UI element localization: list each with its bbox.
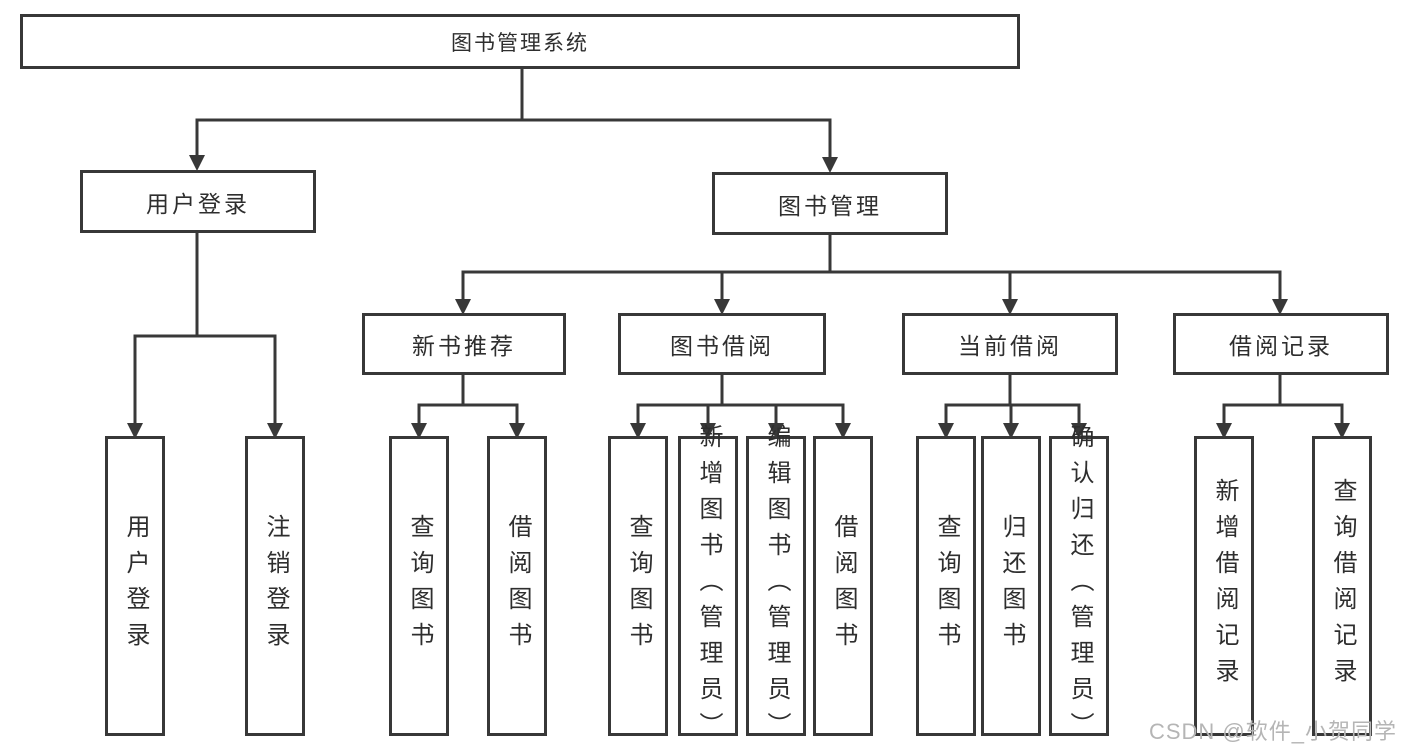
node-label: 归还图书: [998, 514, 1025, 658]
node-label: 借阅图书: [830, 514, 857, 658]
leaf-confirm-return-admin: 确认归还（管理员）: [1049, 424, 1109, 747]
leaf-query-books: 查询图书: [608, 436, 668, 736]
node-label: 当前借阅: [958, 333, 1062, 359]
csdn-watermark: CSDN @软件_小贺同学: [1148, 719, 1397, 744]
node-label: 图书借阅: [670, 333, 774, 359]
leaf-query-borrow-record: 查询借阅记录: [1312, 436, 1372, 736]
node-label: 图书管理: [778, 192, 882, 219]
leaf-query-books: 查询图书: [389, 436, 449, 736]
node-label: 借阅图书: [504, 514, 531, 658]
node-current-borrowing: 当前借阅: [902, 313, 1118, 375]
node-label: 用户登录: [122, 514, 149, 658]
node-label: 查询图书: [406, 514, 433, 658]
node-label: 注销登录: [262, 514, 289, 658]
node-label: 查询图书: [933, 514, 960, 658]
leaf-add-borrow-record: 新增借阅记录: [1194, 436, 1254, 736]
node-label: 查询图书: [625, 514, 652, 658]
node-book-management-branch: 图书管理: [712, 172, 948, 235]
node-label: 编辑图书（管理员）: [763, 424, 790, 747]
node-label: 新增图书（管理员）: [695, 424, 722, 747]
node-label: 用户登录: [146, 190, 250, 217]
node-label: 确认归还（管理员）: [1066, 424, 1093, 747]
node-borrowing-records: 借阅记录: [1173, 313, 1389, 375]
leaf-query-books: 查询图书: [916, 436, 976, 736]
node-new-book-recommendation: 新书推荐: [362, 313, 566, 375]
leaf-borrow-books: 借阅图书: [487, 436, 547, 736]
node-label: 图书管理系统: [451, 31, 589, 55]
node-user-login-branch: 用户登录: [80, 170, 316, 233]
leaf-return-books: 归还图书: [981, 436, 1041, 736]
leaf-add-books-admin: 新增图书（管理员）: [678, 424, 738, 747]
node-label: 借阅记录: [1229, 333, 1333, 359]
node-label: 新增借阅记录: [1211, 478, 1238, 694]
leaf-borrow-books: 借阅图书: [813, 436, 873, 736]
node-label: 查询借阅记录: [1329, 478, 1356, 694]
leaf-edit-books-admin: 编辑图书（管理员）: [746, 424, 806, 747]
node-label: 新书推荐: [412, 333, 516, 359]
leaf-logout: 注销登录: [245, 436, 305, 736]
node-library-management-system: 图书管理系统: [20, 14, 1020, 69]
node-book-borrowing: 图书借阅: [618, 313, 826, 375]
leaf-user-login: 用户登录: [105, 436, 165, 736]
